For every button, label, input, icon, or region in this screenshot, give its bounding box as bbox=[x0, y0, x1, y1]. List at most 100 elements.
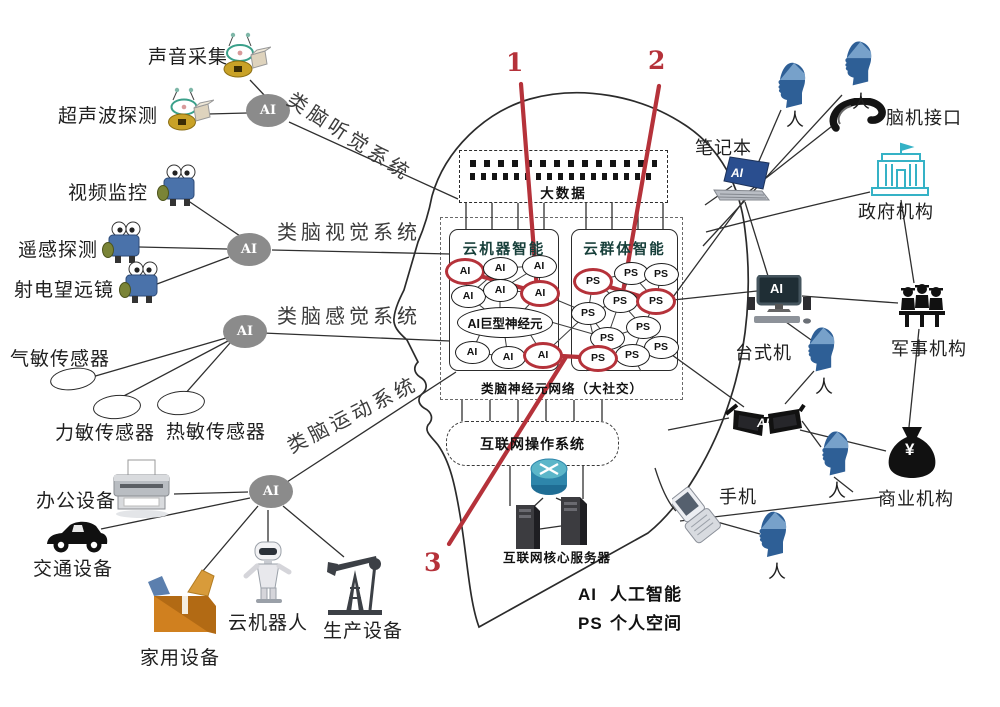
ps-node-highlighted: PS bbox=[636, 287, 676, 315]
military-group-icon bbox=[897, 282, 947, 335]
ps-node: PS bbox=[589, 326, 625, 350]
legend-value-ps: 个人空间 bbox=[610, 614, 682, 633]
ai-node: AI bbox=[482, 278, 518, 302]
label-business: 商业机构 bbox=[878, 489, 954, 510]
office-equipment-icon bbox=[106, 458, 176, 527]
ai-node-highlighted: AI bbox=[445, 257, 485, 285]
label-person-5: 人 bbox=[768, 562, 787, 583]
system-label-visual: 类脑视觉系统 bbox=[277, 220, 421, 244]
ai-node-highlighted: AI bbox=[520, 279, 560, 307]
big-data-dots-row2 bbox=[470, 173, 657, 180]
phone-icon bbox=[670, 483, 722, 552]
ps-node: PS bbox=[643, 262, 679, 286]
ps-node: PS bbox=[625, 315, 661, 339]
production-equipment-icon bbox=[326, 542, 384, 623]
ai-node-highlighted: AI bbox=[523, 341, 563, 369]
cloud-swarm-title: 云群体智能 bbox=[583, 242, 666, 258]
ai-hub-auditory: AI bbox=[246, 94, 290, 127]
cloud-machine-title: 云机器智能 bbox=[462, 242, 546, 258]
ps-node: PS bbox=[602, 289, 638, 313]
giant-neuron-node: AI巨型神经元 bbox=[457, 307, 553, 338]
ai-glasses-icon bbox=[724, 398, 806, 447]
laptop-ai-text: AI bbox=[731, 166, 743, 180]
system-label-sensory: 类脑感觉系统 bbox=[277, 304, 421, 328]
marker-1: 1 bbox=[506, 48, 524, 77]
person-2-icon bbox=[841, 40, 874, 93]
laptop-icon bbox=[712, 155, 776, 210]
big-data-label: 大数据 bbox=[540, 186, 587, 201]
ultrasonic-detection-icon bbox=[158, 86, 215, 145]
label-military: 军事机构 bbox=[891, 339, 967, 360]
big-data-box bbox=[459, 150, 668, 203]
label-government: 政府机构 bbox=[858, 202, 934, 223]
ai-hub-visual: AI bbox=[227, 233, 271, 266]
person-3-icon bbox=[804, 326, 837, 379]
cloud-machine-box bbox=[449, 229, 559, 371]
cloud-robot-icon bbox=[242, 540, 294, 613]
ps-node: PS bbox=[614, 343, 650, 367]
server-tower-1-icon bbox=[514, 503, 542, 556]
label-remote-sensing: 遥感探测 bbox=[18, 239, 99, 261]
ai-hub-motor: AI bbox=[249, 475, 293, 508]
household-equipment-icon bbox=[146, 568, 220, 645]
ai-node: AI bbox=[454, 340, 490, 364]
label-force-sensor: 力敏传感器 bbox=[55, 422, 156, 444]
label-bci: 脑机接口 bbox=[886, 108, 962, 129]
marker-3: 3 bbox=[424, 548, 442, 577]
router-icon bbox=[529, 455, 569, 508]
person-1-icon bbox=[773, 62, 809, 115]
internet-os-label: 互联网操作系统 bbox=[480, 436, 585, 452]
legend-value-ai: 人工智能 bbox=[610, 585, 682, 604]
label-person-2: 人 bbox=[852, 92, 871, 113]
big-data-dots-row1 bbox=[470, 160, 657, 167]
radio-telescope-icon bbox=[118, 260, 164, 311]
legend-key-ps: PS bbox=[578, 614, 603, 633]
label-transport-equipment: 交通设备 bbox=[33, 558, 114, 580]
money-bag-yuan-text: ¥ bbox=[905, 440, 915, 459]
label-person-1: 人 bbox=[786, 110, 805, 131]
label-thermal-sensor: 热敏传感器 bbox=[166, 421, 267, 443]
label-gas-sensor: 气敏传感器 bbox=[10, 348, 111, 370]
transport-equipment-icon bbox=[44, 514, 110, 563]
person-5-icon bbox=[755, 510, 789, 565]
label-radio-telescope: 射电望远镜 bbox=[14, 279, 115, 301]
label-cloud-robot: 云机器人 bbox=[228, 612, 309, 634]
bci-headset-icon bbox=[828, 97, 886, 139]
marker-2: 2 bbox=[648, 46, 666, 75]
label-person-4: 人 bbox=[828, 481, 847, 502]
label-laptop: 笔记本 bbox=[695, 138, 752, 159]
legend: AI 人工智能 PS 个人空间 bbox=[578, 580, 682, 638]
label-office-equipment: 办公设备 bbox=[36, 490, 117, 512]
desktop-icon bbox=[744, 274, 814, 332]
video-surveillance-icon bbox=[157, 163, 201, 214]
desktop-ai-text: AI bbox=[770, 281, 783, 296]
glasses-ai-text: AI bbox=[757, 416, 769, 430]
sound-collection-icon bbox=[213, 30, 272, 93]
ps-node: PS bbox=[613, 261, 649, 285]
ai-node: AI bbox=[521, 254, 557, 278]
ai-node: AI bbox=[450, 284, 486, 308]
label-video-surveillance: 视频监控 bbox=[68, 182, 149, 204]
server-tower-2-icon bbox=[559, 495, 589, 552]
label-desktop: 台式机 bbox=[735, 343, 792, 364]
ps-node: PS bbox=[570, 301, 606, 325]
neuron-network-caption: 类脑神经元网络（大社交） bbox=[480, 382, 643, 396]
label-person-3: 人 bbox=[815, 377, 834, 398]
label-phone: 手机 bbox=[719, 487, 757, 508]
ai-node: AI bbox=[490, 345, 526, 369]
person-4-icon bbox=[818, 430, 851, 483]
head-outline bbox=[393, 91, 750, 629]
core-servers-caption: 互联网核心服务器 bbox=[502, 551, 611, 565]
label-production-equipment: 生产设备 bbox=[323, 620, 404, 642]
remote-sensing-icon bbox=[102, 220, 146, 271]
ps-node-highlighted: PS bbox=[578, 344, 618, 372]
ps-node-highlighted: PS bbox=[573, 267, 613, 295]
neuron-network-box bbox=[440, 217, 683, 400]
ai-node: AI bbox=[482, 256, 518, 280]
money-bag-icon bbox=[884, 425, 940, 484]
legend-key-ai: AI bbox=[578, 585, 597, 604]
label-ultrasonic-detection: 超声波探测 bbox=[58, 105, 159, 127]
label-household-equipment: 家用设备 bbox=[140, 647, 221, 669]
government-building-icon bbox=[870, 142, 930, 205]
